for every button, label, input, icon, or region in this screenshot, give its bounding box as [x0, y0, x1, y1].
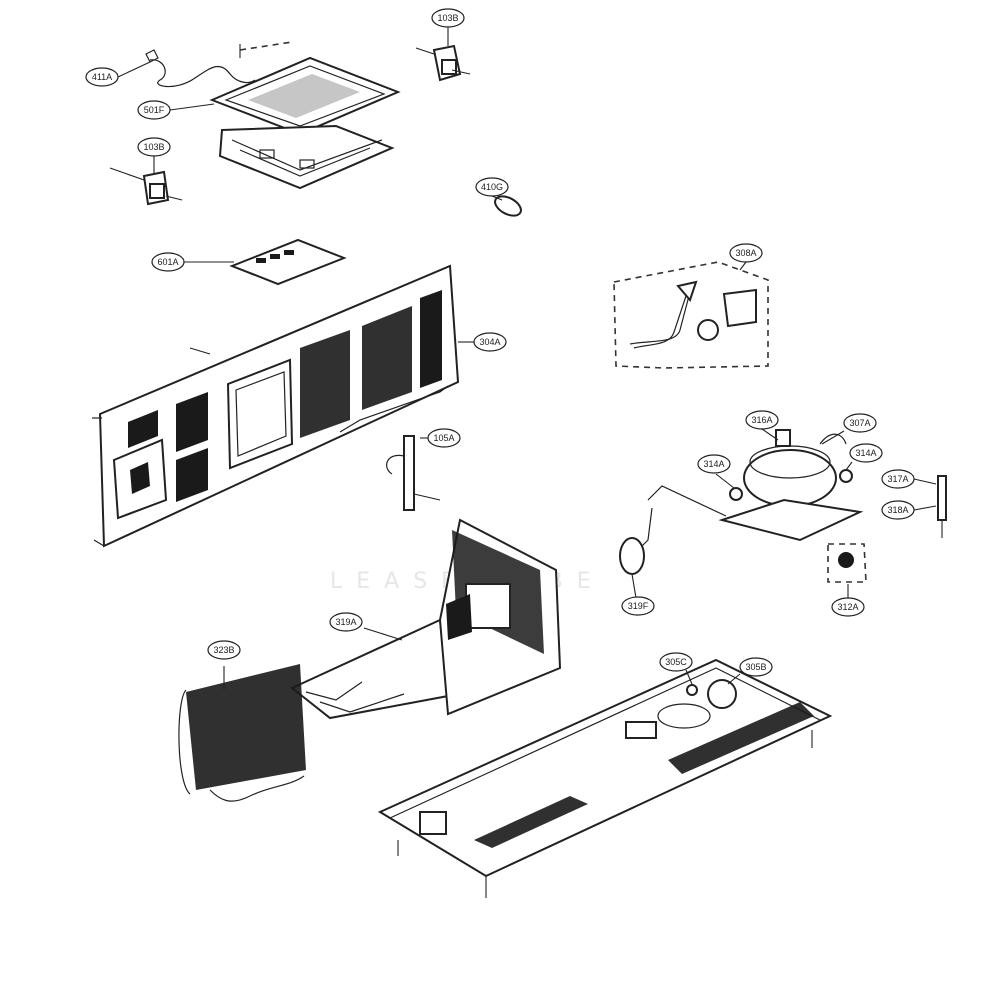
evaporator-housing-319a	[290, 518, 562, 720]
callout-label: 314A	[703, 459, 724, 469]
callout-label: 304A	[479, 337, 500, 347]
capillary-319f	[619, 537, 645, 599]
callout-label: 317A	[887, 474, 908, 484]
callout-105a: 105A	[427, 428, 461, 448]
power-cord-411a	[149, 59, 256, 88]
bracket-103b-left	[109, 167, 183, 206]
callout-label: 323B	[213, 645, 234, 655]
callout-501f: 501F	[137, 100, 171, 120]
callout-label: 501F	[144, 105, 165, 115]
callout-label: 319A	[335, 617, 356, 627]
base-plate	[377, 658, 833, 898]
callout-307a: 307A	[843, 413, 877, 433]
wire-harness-308a	[613, 261, 769, 369]
callout-312a: 312A	[831, 597, 865, 617]
callout-label: 319F	[628, 601, 649, 611]
callout-label: 314A	[855, 448, 876, 458]
callout-label: 105A	[433, 433, 454, 443]
callout-label: 308A	[735, 248, 756, 258]
callout-319f: 319F	[621, 596, 655, 616]
rear-panel-304a	[92, 264, 460, 548]
control-box-501f	[209, 56, 401, 190]
callout-label: 410G	[481, 182, 503, 192]
callout-601a: 601A	[151, 252, 185, 272]
callout-label: 305C	[665, 657, 687, 667]
callout-label: 316A	[751, 415, 772, 425]
sensor-317a	[937, 475, 947, 538]
condenser-coil-323b	[178, 664, 306, 802]
callout-label: 312A	[837, 602, 858, 612]
bracket-103b-top	[415, 44, 471, 82]
callout-label: 318A	[887, 505, 908, 515]
callout-411a: 411A	[85, 67, 119, 87]
relay-312a	[827, 543, 867, 583]
callout-103b-top: 103B	[431, 8, 465, 28]
drain-tube-105a	[386, 435, 441, 511]
lamp-410g	[494, 195, 522, 217]
callout-305b: 305B	[739, 657, 773, 677]
callout-label: 103B	[143, 142, 164, 152]
leader-lines	[117, 26, 937, 690]
callout-314a-right: 314A	[849, 443, 883, 463]
callout-318a: 318A	[881, 500, 915, 520]
callout-316a: 316A	[745, 410, 779, 430]
pcb-601a	[229, 238, 347, 286]
callout-label: 307A	[849, 418, 870, 428]
callout-314a-left: 314A	[697, 454, 731, 474]
callout-103b-left: 103B	[137, 137, 171, 157]
callout-305c: 305C	[659, 652, 693, 672]
callout-label: 305B	[745, 662, 766, 672]
callout-323b: 323B	[207, 640, 241, 660]
callout-label: 601A	[157, 257, 178, 267]
callout-317a: 317A	[881, 469, 915, 489]
callout-304a: 304A	[473, 332, 507, 352]
callout-410g: 410G	[475, 177, 509, 197]
callout-308a: 308A	[729, 243, 763, 263]
callout-label: 411A	[92, 72, 112, 82]
callout-label: 103B	[437, 13, 458, 23]
compressor-307a	[639, 429, 864, 549]
callout-319a: 319A	[329, 612, 363, 632]
